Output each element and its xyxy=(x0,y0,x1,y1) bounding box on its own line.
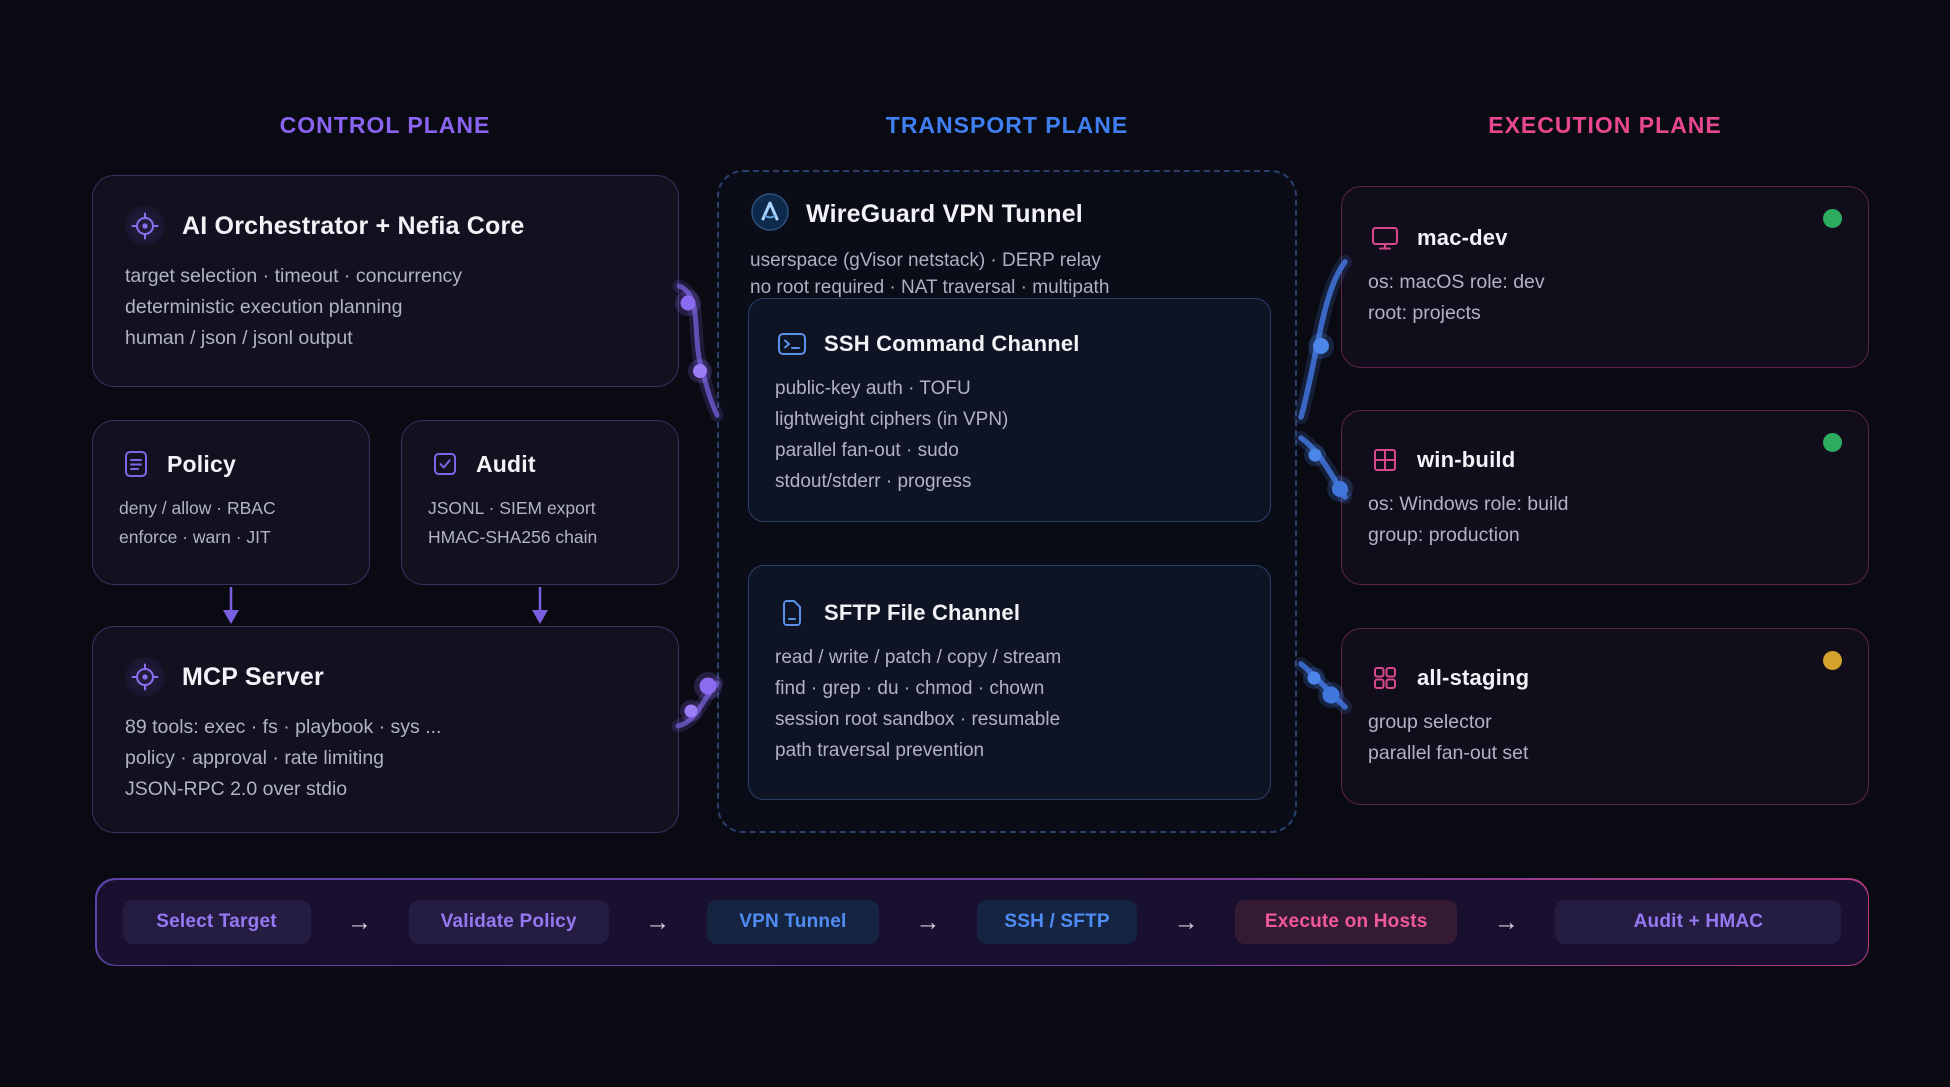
card-host-all-staging: all-staging group selector parallel fan-… xyxy=(1341,628,1869,805)
status-dot xyxy=(1823,209,1842,228)
policy-to-mcp-arrow xyxy=(223,587,239,624)
card-host-mac-dev: mac-dev os: macOS role: dev root: projec… xyxy=(1341,186,1869,368)
status-dot xyxy=(1823,433,1842,452)
body-line: policy · approval · rate limiting xyxy=(125,747,385,769)
host-name: mac-dev xyxy=(1417,225,1508,250)
card-title: Policy xyxy=(167,450,236,477)
card-policy: Policy deny / allow · RBAC enforce · war… xyxy=(92,420,370,585)
body-line: session root sandbox · resumable xyxy=(775,709,1061,730)
target-icon xyxy=(125,206,165,246)
status-dot xyxy=(1823,651,1842,670)
plane-title-execution: EXECUTION PLANE xyxy=(1488,112,1722,138)
card-mcp-server: MCP Server 89 tools: exec · fs · playboo… xyxy=(92,626,679,833)
body-line: group selector xyxy=(1368,711,1492,733)
body-line: 89 tools: exec · fs · playbook · sys ... xyxy=(125,716,442,738)
body-line: root: projects xyxy=(1368,302,1481,324)
card-title: AI Orchestrator + Nefia Core xyxy=(182,211,525,240)
host-name: win-build xyxy=(1417,447,1516,472)
body-line: parallel fan-out · sudo xyxy=(775,440,959,461)
audit-to-mcp-arrow xyxy=(532,587,548,624)
card-title: WireGuard VPN Tunnel xyxy=(806,200,1083,228)
wireguard-header: WireGuard VPN Tunnel userspace (gVisor n… xyxy=(750,192,1270,301)
step-arrow: → xyxy=(1493,907,1519,936)
body-line: stdout/stderr · progress xyxy=(775,471,972,492)
monitor-icon xyxy=(1368,221,1402,255)
terminal-icon xyxy=(775,327,809,361)
body-line: no root required · NAT traversal · multi… xyxy=(750,277,1110,298)
body-line: target selection · timeout · concurrency xyxy=(125,265,463,287)
body-line: enforce · warn · JIT xyxy=(119,527,271,547)
card-ssh-channel: SSH Command Channel public-key auth · TO… xyxy=(748,298,1271,522)
body-line: public-key auth · TOFU xyxy=(775,378,971,399)
card-title: SSH Command Channel xyxy=(824,331,1080,356)
body-line: HMAC-SHA256 chain xyxy=(428,527,598,547)
body-line: JSONL · SIEM export xyxy=(428,498,596,518)
body-line: read / write / patch / copy / stream xyxy=(775,647,1062,668)
card-sftp-channel: SFTP File Channel read / write / patch /… xyxy=(748,565,1271,800)
card-ai-orchestrator: AI Orchestrator + Nefia Core target sele… xyxy=(92,175,679,387)
pipeline-step-ssh-sftp: SSH / SFTP xyxy=(977,900,1138,944)
plane-title-transport: TRANSPORT PLANE xyxy=(885,112,1129,138)
body-line: deny / allow · RBAC xyxy=(119,498,276,518)
plane-title-control: CONTROL PLANE xyxy=(279,112,491,138)
grid-icon xyxy=(1368,661,1402,695)
card-title: Audit xyxy=(476,450,536,477)
body-line: group: production xyxy=(1368,524,1520,546)
step-arrow: → xyxy=(915,907,941,936)
body-line: path traversal prevention xyxy=(775,740,985,761)
body-line: os: macOS role: dev xyxy=(1368,271,1545,293)
file-text-icon xyxy=(119,447,153,481)
target-icon xyxy=(125,657,165,697)
body-line: deterministic execution planning xyxy=(125,296,403,318)
pipeline-step-validate-policy: Validate Policy xyxy=(408,900,609,944)
body-line: lightweight ciphers (in VPN) xyxy=(775,409,1009,430)
pipeline-step-select-target: Select Target xyxy=(122,900,311,944)
step-arrow: → xyxy=(347,907,373,936)
step-arrow: → xyxy=(1173,907,1199,936)
wireguard-logo-icon xyxy=(750,192,790,237)
connector-node-dots-purple xyxy=(675,290,722,722)
card-title: SFTP File Channel xyxy=(824,600,1021,625)
pipeline-step-vpn-tunnel: VPN Tunnel xyxy=(706,900,879,944)
card-audit: Audit JSONL · SIEM export HMAC-SHA256 ch… xyxy=(401,420,679,585)
card-host-win-build: win-build os: Windows role: build group:… xyxy=(1341,410,1869,585)
card-wireguard-tunnel xyxy=(717,170,1297,833)
window-grid-icon xyxy=(1368,443,1402,477)
card-title: MCP Server xyxy=(182,662,324,691)
body-line: find · grep · du · chmod · chown xyxy=(775,678,1045,699)
body-line: parallel fan-out set xyxy=(1368,742,1529,764)
pipeline-bar: Select Target → Validate Policy → VPN Tu… xyxy=(95,878,1869,966)
body-line: JSON-RPC 2.0 over stdio xyxy=(125,778,348,800)
host-name: all-staging xyxy=(1417,665,1530,690)
body-line: userspace (gVisor netstack) · DERP relay xyxy=(750,250,1101,271)
pipeline-step-execute-on-hosts: Execute on Hosts xyxy=(1235,900,1458,944)
body-line: human / json / jsonl output xyxy=(125,327,353,349)
checkbox-icon xyxy=(428,447,462,481)
step-arrow: → xyxy=(645,907,671,936)
file-icon xyxy=(775,596,809,630)
pipeline-step-audit-hmac: Audit + HMAC xyxy=(1555,900,1842,944)
body-line: os: Windows role: build xyxy=(1368,493,1569,515)
